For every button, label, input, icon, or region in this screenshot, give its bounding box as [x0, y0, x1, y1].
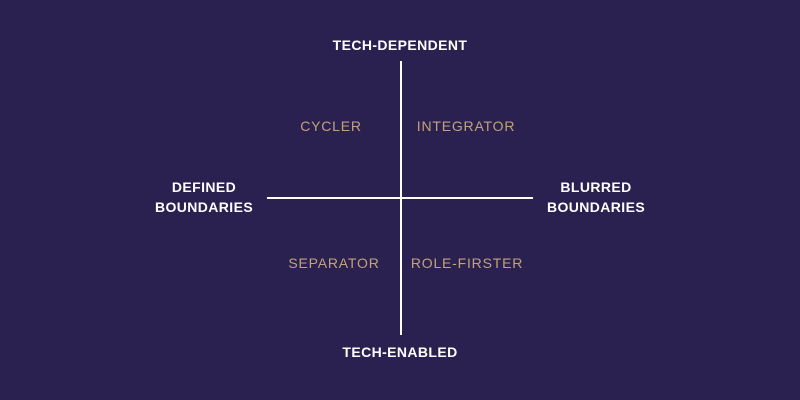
horizontal-axis-line	[267, 197, 533, 199]
quadrant-label-top-right: INTEGRATOR	[416, 118, 516, 134]
axis-label-right: BLURRED BOUNDARIES	[546, 179, 646, 215]
quadrant-label-bottom-left: SEPARATOR	[288, 255, 380, 271]
axis-label-top: TECH-DEPENDENT	[332, 37, 468, 53]
quadrant-label-bottom-right: ROLE-FIRSTER	[410, 255, 524, 271]
quadrant-label-top-left: CYCLER	[300, 118, 362, 134]
axis-label-bottom: TECH-ENABLED	[342, 344, 458, 360]
axis-label-left: DEFINED BOUNDARIES	[154, 179, 254, 215]
